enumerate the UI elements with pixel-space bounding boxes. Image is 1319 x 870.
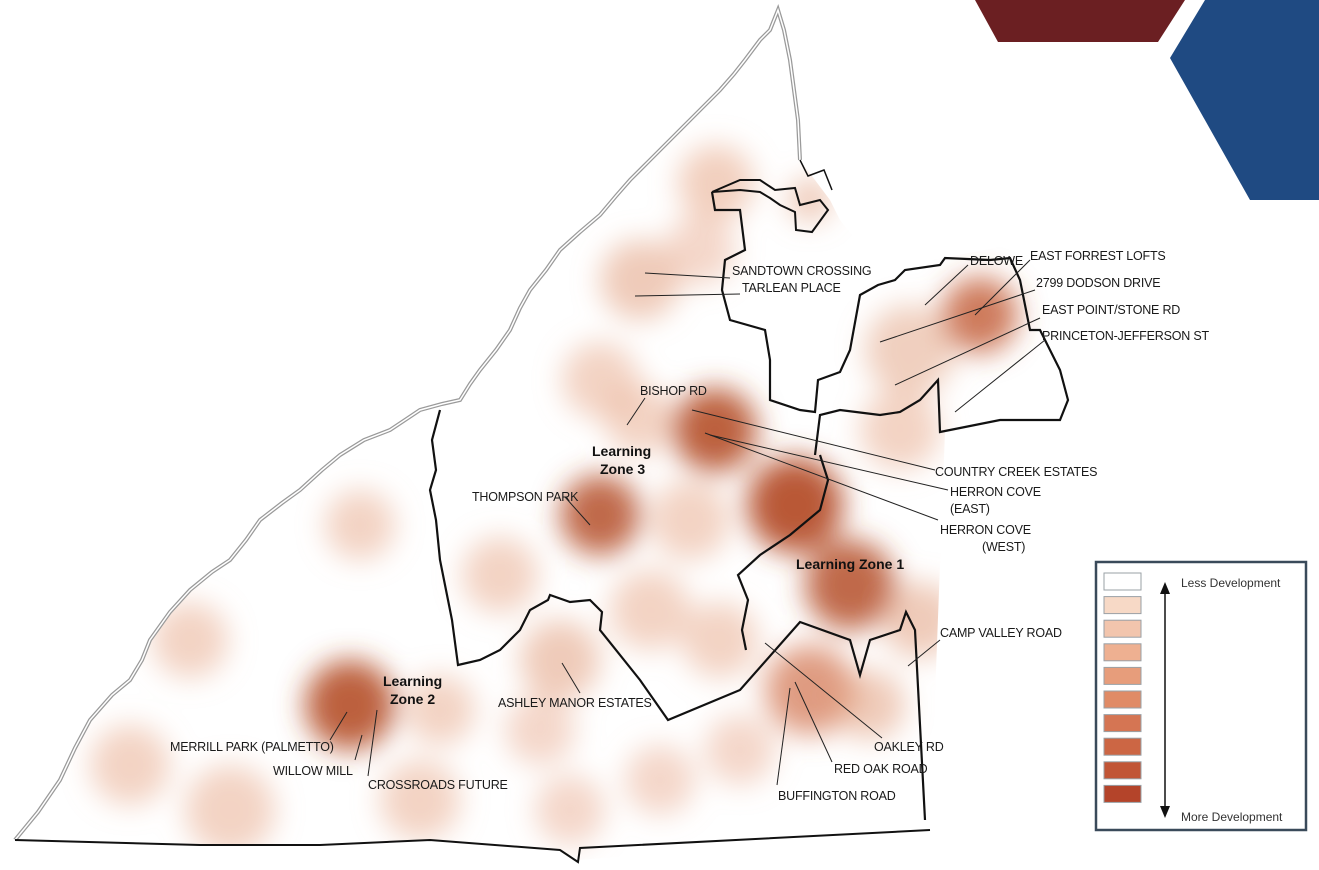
legend-arrow-down-icon <box>1160 806 1170 818</box>
label-learning-zone-3-line2: Zone 3 <box>600 461 645 477</box>
label-oakley-rd: OAKLEY RD <box>874 740 944 754</box>
right-banner-shape <box>1170 0 1319 200</box>
legend-swatch-5 <box>1103 666 1142 685</box>
label-herron-cove-east-2: (EAST) <box>950 502 990 516</box>
legend-swatch-1 <box>1103 572 1142 591</box>
label-red-oak-road: RED OAK ROAD <box>834 762 928 776</box>
zone-labels: Learning Zone 1 Learning Zone 2 Learning… <box>383 443 904 707</box>
label-2799-dodson-drive: 2799 DODSON DRIVE <box>1036 276 1160 290</box>
label-tarlean-place: TARLEAN PLACE <box>742 281 841 295</box>
label-leader-lines <box>329 259 1046 786</box>
legend-swatch-6 <box>1103 690 1142 709</box>
label-delowe: DELOWE <box>970 254 1023 268</box>
label-east-forrest-lofts: EAST FORREST LOFTS <box>1030 249 1166 263</box>
learning-zone-boundaries <box>428 159 1070 821</box>
label-crossroads-future: CROSSROADS FUTURE <box>368 778 508 792</box>
label-learning-zone-1: Learning Zone 1 <box>796 556 904 572</box>
label-east-point-stone-rd: EAST POINT/STONE RD <box>1042 303 1180 317</box>
county-boundary <box>13 3 931 864</box>
label-camp-valley-road: CAMP VALLEY ROAD <box>940 626 1062 640</box>
label-herron-cove-west-1: HERRON COVE <box>940 523 1031 537</box>
legend-swatches <box>1103 572 1142 803</box>
label-learning-zone-3-line1: Learning <box>592 443 651 459</box>
legend: Less Development More Development <box>1094 560 1308 832</box>
label-herron-cove-east-1: HERRON COVE <box>950 485 1041 499</box>
legend-swatch-2 <box>1103 596 1142 615</box>
label-learning-zone-2-line1: Learning <box>383 673 442 689</box>
legend-arrow-up-icon <box>1160 582 1170 594</box>
legend-swatch-9 <box>1103 761 1142 780</box>
legend-swatch-7 <box>1103 714 1142 733</box>
legend-swatch-3 <box>1103 619 1142 638</box>
label-herron-cove-west-2: (WEST) <box>982 540 1025 554</box>
legend-swatch-8 <box>1103 737 1142 756</box>
development-heat-layer <box>90 145 1018 855</box>
label-country-creek-estates: COUNTRY CREEK ESTATES <box>935 465 1097 479</box>
legend-more-development: More Development <box>1181 810 1283 824</box>
label-bishop-rd: BISHOP RD <box>640 384 707 398</box>
place-labels: SANDTOWN CROSSING TARLEAN PLACE DELOWE E… <box>170 249 1210 803</box>
label-buffington-road: BUFFINGTON ROAD <box>778 789 896 803</box>
legend-less-development: Less Development <box>1181 576 1281 590</box>
label-merrill-park: MERRILL PARK (PALMETTO) <box>170 740 334 754</box>
label-sandtown-crossing: SANDTOWN CROSSING <box>732 264 871 278</box>
top-banner-shape <box>975 0 1185 42</box>
legend-swatch-4 <box>1103 643 1142 662</box>
label-thompson-park: THOMPSON PARK <box>472 490 579 504</box>
label-willow-mill: WILLOW MILL <box>273 764 353 778</box>
label-princeton-jefferson-st: PRINCETON-JEFFERSON ST <box>1042 329 1209 343</box>
legend-swatch-10 <box>1103 784 1142 803</box>
label-learning-zone-2-line2: Zone 2 <box>390 691 435 707</box>
label-ashley-manor-estates: ASHLEY MANOR ESTATES <box>498 696 652 710</box>
